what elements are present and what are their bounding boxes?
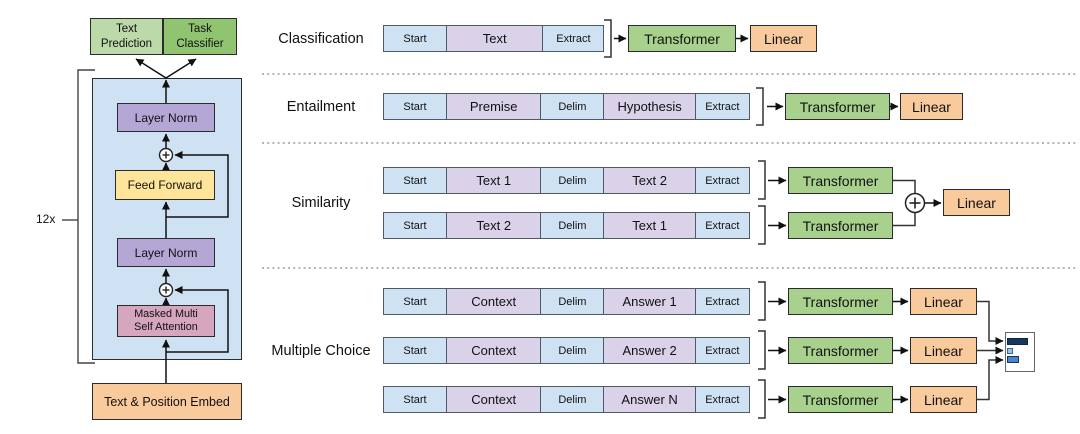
linear-box: Linear xyxy=(910,288,977,315)
token-cell: Delim xyxy=(540,386,605,413)
layer-norm-top-block: Layer Norm xyxy=(117,103,215,132)
transformer-box: Transformer xyxy=(788,386,893,413)
transformer-box: Transformer xyxy=(785,93,890,120)
token-strip-choice-n: Start Context Delim Answer N Extract xyxy=(383,386,750,413)
section-label-multiple-choice: Multiple Choice xyxy=(271,343,371,359)
token-strip-choice-2: Start Context Delim Answer 2 Extract xyxy=(383,337,750,364)
linear-label: Linear xyxy=(957,194,996,211)
token-cell: Text 2 xyxy=(603,167,697,194)
token-cell: Text 1 xyxy=(603,212,697,239)
transformer-label: Transformer xyxy=(802,217,879,234)
token-strip-choice-1: Start Context Delim Answer 1 Extract xyxy=(383,288,750,315)
linear-box: Linear xyxy=(900,93,963,120)
distribution-bar xyxy=(1007,338,1028,345)
embed-label: Text & Position Embed xyxy=(104,394,230,409)
text-position-embed-block: Text & Position Embed xyxy=(92,383,242,420)
linear-label: Linear xyxy=(924,391,963,408)
linear-box: Linear xyxy=(750,25,817,52)
layer-norm-bottom-block: Layer Norm xyxy=(117,238,215,267)
token-cell: Start xyxy=(383,288,447,315)
token-cell: Premise xyxy=(445,93,542,120)
token-cell: Delim xyxy=(540,167,605,194)
feed-forward-label: Feed Forward xyxy=(127,178,203,192)
distribution-bar xyxy=(1007,356,1019,363)
linear-box: Linear xyxy=(910,337,977,364)
text-prediction-label: Text Prediction xyxy=(100,23,153,50)
token-cell: Delim xyxy=(540,288,605,315)
layer-norm-label: Layer Norm xyxy=(134,245,198,260)
section-label-entailment: Entailment xyxy=(286,99,356,115)
transformer-box: Transformer xyxy=(788,288,893,315)
token-cell: Extract xyxy=(694,386,750,413)
token-cell: Start xyxy=(383,25,447,52)
token-cell: Start xyxy=(383,337,447,364)
repeat-bracket xyxy=(62,69,95,364)
transformer-label: Transformer xyxy=(644,30,720,47)
token-cell: Delim xyxy=(540,337,605,364)
token-cell: Delim xyxy=(540,93,605,120)
linear-box: Linear xyxy=(910,386,977,413)
text-prediction-head: Text Prediction xyxy=(90,18,163,55)
transformer-label: Transformer xyxy=(802,172,879,189)
masked-attention-label: Masked Multi Self Attention xyxy=(134,308,198,333)
linear-label: Linear xyxy=(764,30,803,47)
task-classifier-label: Task Classifier xyxy=(176,23,224,50)
token-cell: Delim xyxy=(540,212,605,239)
sum-icon xyxy=(904,192,926,214)
section-label-classification: Classification xyxy=(278,31,364,47)
token-cell: Extract xyxy=(694,337,750,364)
token-strip-entailment: Start Premise Delim Hypothesis Extract xyxy=(383,93,750,120)
token-cell: Answer 2 xyxy=(603,337,697,364)
transformer-label: Transformer xyxy=(802,293,879,310)
linear-box: Linear xyxy=(943,189,1010,216)
token-cell: Extract xyxy=(694,212,750,239)
task-classifier-head: Task Classifier xyxy=(163,18,237,55)
token-cell: Hypothesis xyxy=(603,93,697,120)
token-cell: Answer 1 xyxy=(603,288,697,315)
feed-forward-block: Feed Forward xyxy=(115,170,215,200)
token-cell: Text 1 xyxy=(445,167,542,194)
transformer-box: Transformer xyxy=(788,167,893,194)
linear-label: Linear xyxy=(924,293,963,310)
distribution-bar xyxy=(1007,348,1013,354)
token-cell: Start xyxy=(383,386,447,413)
token-cell: Start xyxy=(383,167,447,194)
token-cell: Extract xyxy=(694,93,750,120)
token-cell: Text xyxy=(445,25,544,52)
token-cell: Context xyxy=(445,337,542,364)
transformer-box: Transformer xyxy=(788,212,893,239)
token-cell: Extract xyxy=(542,25,605,52)
transformer-box: Transformer xyxy=(628,25,736,52)
token-cell: Context xyxy=(445,386,542,413)
masked-attention-block: Masked Multi Self Attention xyxy=(117,305,215,337)
transformer-label: Transformer xyxy=(802,391,879,408)
token-cell: Context xyxy=(445,288,542,315)
transformer-label: Transformer xyxy=(802,342,879,359)
token-strip-similarity-2: Start Text 2 Delim Text 1 Extract xyxy=(383,212,750,239)
token-cell: Start xyxy=(383,93,447,120)
linear-label: Linear xyxy=(924,342,963,359)
repeat-count-label: 12x xyxy=(36,212,56,226)
answer-distribution-icon xyxy=(1005,332,1035,372)
token-cell: Extract xyxy=(694,167,750,194)
token-strip-classification: Start Text Extract xyxy=(383,25,605,52)
transformer-label: Transformer xyxy=(799,98,876,115)
section-label-similarity: Similarity xyxy=(291,195,351,211)
token-strip-similarity-1: Start Text 1 Delim Text 2 Extract xyxy=(383,167,750,194)
token-cell: Extract xyxy=(694,288,750,315)
token-cell: Answer N xyxy=(603,386,697,413)
linear-label: Linear xyxy=(912,98,951,115)
token-cell: Text 2 xyxy=(445,212,542,239)
transformer-box: Transformer xyxy=(788,337,893,364)
token-cell: Start xyxy=(383,212,447,239)
layer-norm-label: Layer Norm xyxy=(134,110,198,125)
